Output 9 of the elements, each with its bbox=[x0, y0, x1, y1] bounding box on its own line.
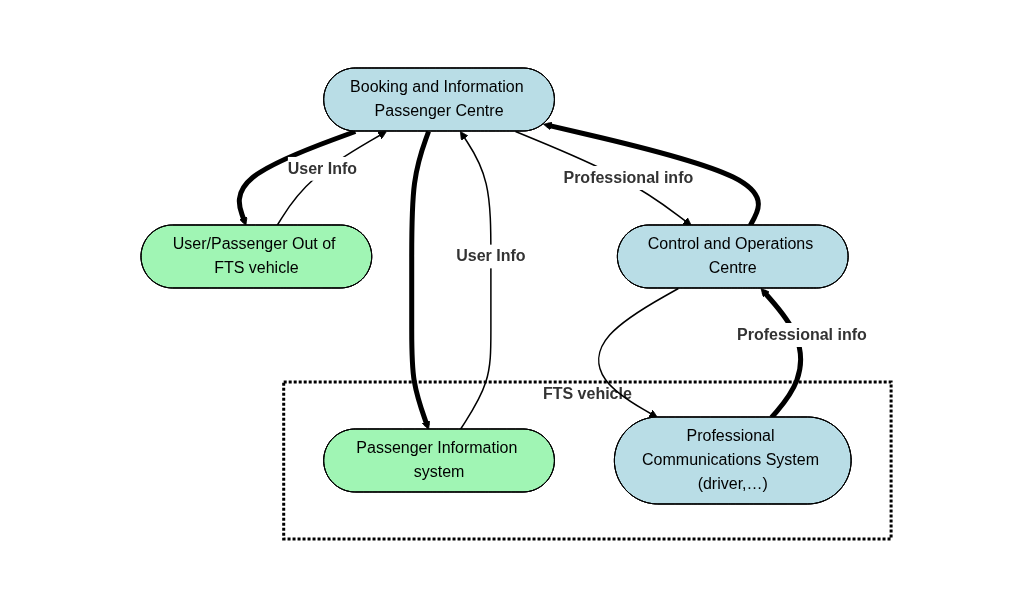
arrow bbox=[276, 130, 388, 226]
edge-label: Professional info bbox=[737, 325, 868, 343]
edge-label: Professional info bbox=[563, 168, 694, 186]
edge-label: User Info bbox=[288, 159, 358, 177]
arrow bbox=[409, 130, 432, 430]
arrow bbox=[598, 287, 680, 418]
arrow bbox=[460, 130, 493, 430]
arrow bbox=[237, 128, 357, 226]
edge-label: User Info bbox=[456, 246, 526, 264]
